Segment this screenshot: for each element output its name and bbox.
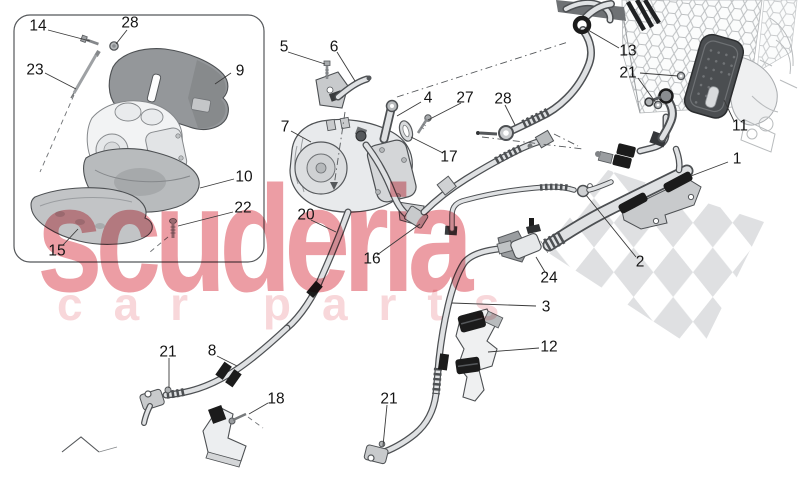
leader-line-28 bbox=[504, 104, 516, 126]
leader-line-9 bbox=[214, 72, 232, 85]
pipe-4 bbox=[379, 99, 399, 144]
hose-3 bbox=[363, 245, 502, 465]
watermark-tagline-text: car parts bbox=[57, 278, 530, 330]
part-label-1: 1 bbox=[733, 151, 742, 168]
part-label-11: 11 bbox=[732, 118, 748, 135]
part-label-21: 21 bbox=[619, 65, 636, 82]
leader-line-1 bbox=[690, 161, 729, 177]
part-label-7: 7 bbox=[281, 119, 290, 136]
bolt-27-icon bbox=[416, 114, 432, 134]
part-label-28: 28 bbox=[494, 91, 511, 108]
part-label-8: 8 bbox=[208, 343, 217, 360]
leader-line-7 bbox=[290, 130, 312, 143]
manifold-assembly-1 bbox=[540, 88, 702, 254]
nut-28-icon bbox=[109, 41, 119, 51]
part-label-15: 15 bbox=[48, 243, 65, 260]
watermark-brand-text: scuderia bbox=[37, 154, 475, 323]
hose-8 bbox=[139, 324, 291, 426]
hose-20 bbox=[283, 208, 352, 332]
leader-line-28 bbox=[115, 29, 128, 45]
leader-line-23 bbox=[44, 72, 77, 90]
leader-line-14 bbox=[47, 29, 91, 42]
part-label-2: 2 bbox=[636, 254, 645, 271]
leader-line-6 bbox=[336, 51, 356, 82]
screw-22-icon bbox=[169, 218, 177, 238]
gasket-17 bbox=[398, 120, 414, 142]
leader-line-16 bbox=[376, 223, 421, 256]
leader-line-8 bbox=[216, 355, 238, 367]
heat-shield-15-drawing bbox=[30, 187, 153, 245]
part-label-27: 27 bbox=[456, 90, 473, 107]
screw-18-icon bbox=[228, 412, 247, 425]
watermark: scuderia car parts bbox=[37, 154, 530, 330]
leader-line-22 bbox=[177, 211, 234, 227]
gasket-plate-11 bbox=[683, 33, 745, 119]
leader-line-17 bbox=[410, 136, 444, 154]
part-label-10: 10 bbox=[235, 169, 253, 186]
leader-line-15 bbox=[62, 228, 79, 246]
construction-lines bbox=[330, 41, 584, 190]
part-label-20: 20 bbox=[297, 207, 315, 224]
leader-line-21 bbox=[639, 72, 679, 77]
part-label-3: 3 bbox=[542, 299, 551, 316]
leader-line-13 bbox=[587, 29, 620, 49]
leader-line-27 bbox=[427, 102, 462, 121]
bracket-12 bbox=[455, 308, 504, 402]
valve-24 bbox=[496, 218, 542, 263]
part-label-12: 12 bbox=[540, 339, 557, 356]
view-chevron bbox=[61, 436, 118, 453]
bracket-5-6 bbox=[315, 60, 372, 109]
leader-line-2 bbox=[585, 194, 637, 258]
leader-line-11 bbox=[723, 99, 735, 122]
condenser-line-art bbox=[729, 17, 798, 153]
bracket-18 bbox=[202, 405, 264, 468]
part-label-16: 16 bbox=[363, 251, 380, 268]
mounting-nuts-21 bbox=[653, 71, 686, 110]
part-label-6: 6 bbox=[330, 39, 339, 56]
leader-line-24 bbox=[535, 256, 546, 273]
hose-13 bbox=[476, 0, 615, 141]
part-label-22: 22 bbox=[234, 200, 251, 217]
part-label-28: 28 bbox=[121, 15, 138, 32]
part-label-24: 24 bbox=[540, 270, 558, 287]
part-label-9: 9 bbox=[236, 63, 245, 80]
leader-line-10 bbox=[199, 178, 235, 189]
part-label-18: 18 bbox=[267, 391, 284, 408]
bolt-21-icon bbox=[164, 386, 172, 394]
leader-line-18 bbox=[248, 402, 269, 415]
hose-13-clamp-ring bbox=[572, 15, 592, 35]
bolt-21-icon bbox=[378, 440, 386, 448]
leader-line-21 bbox=[382, 404, 388, 447]
part-label-21: 21 bbox=[380, 391, 397, 408]
rod-23-icon bbox=[70, 49, 101, 99]
part-label-14: 14 bbox=[29, 18, 47, 35]
part-label-17: 17 bbox=[440, 149, 457, 166]
hose-2 bbox=[444, 179, 614, 236]
leader-line-3 bbox=[451, 302, 537, 307]
inset-box bbox=[13, 14, 265, 263]
part-label-23: 23 bbox=[26, 62, 43, 79]
part-label-21: 21 bbox=[159, 344, 176, 361]
leader-line-20 bbox=[310, 219, 337, 233]
part-label-13: 13 bbox=[619, 43, 636, 60]
leader-lines bbox=[44, 29, 735, 447]
leader-line-12 bbox=[487, 347, 540, 353]
leader-line-5 bbox=[287, 51, 326, 65]
leader-line-4 bbox=[396, 101, 422, 117]
part-label-4: 4 bbox=[424, 90, 433, 107]
part-label-5: 5 bbox=[280, 39, 289, 56]
leader-line-21 bbox=[637, 77, 657, 104]
bolt-28-pin bbox=[479, 131, 498, 136]
